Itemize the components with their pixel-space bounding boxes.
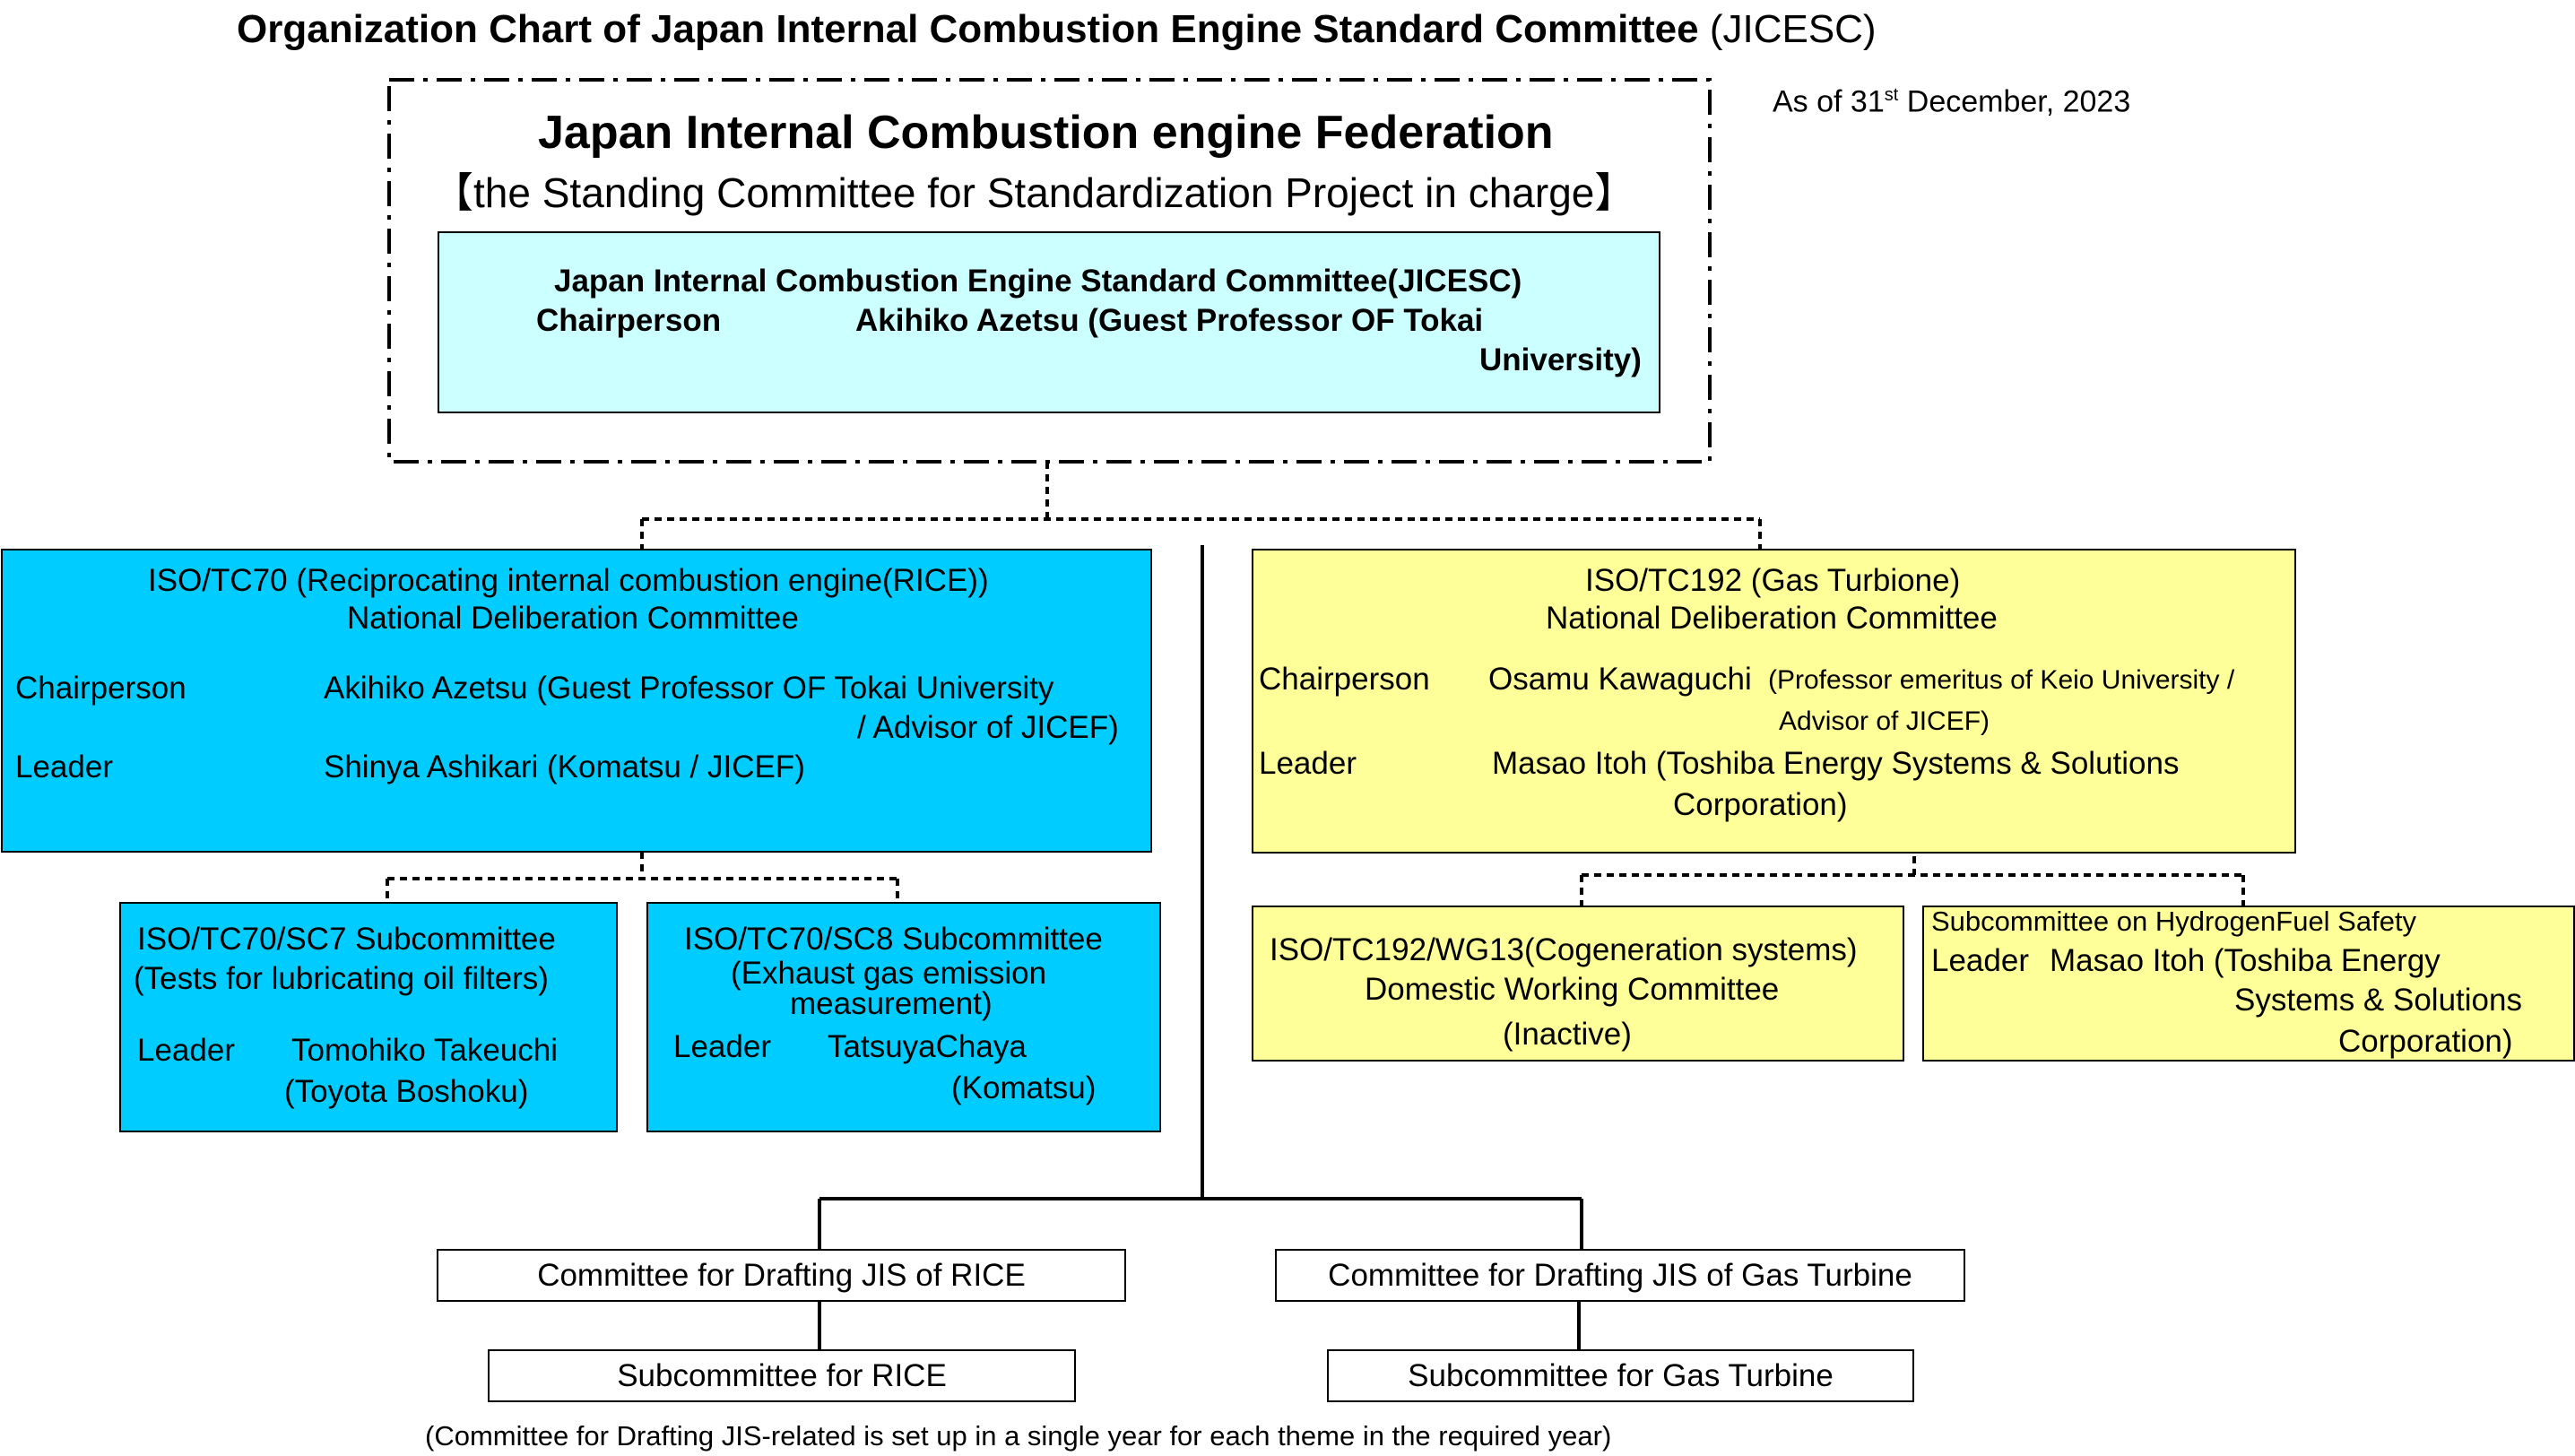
jicesc-box: Japan Internal Combustion Engine Standar…: [438, 231, 1660, 413]
federation-subtitle: 【the Standing Committee for Standardizat…: [432, 169, 1636, 216]
tc70-chair-role: Chairperson: [15, 671, 186, 706]
tc192-chair-detail2: Advisor of JICEF): [1779, 706, 1990, 736]
sc8-leader-role: Leader: [673, 1029, 771, 1064]
wg13-status: (Inactive): [1503, 1017, 1632, 1052]
solid-connectors: [818, 545, 1583, 1351]
tc192-chair-role: Chairperson: [1259, 662, 1430, 697]
tc192-leader-name: Masao Itoh (Toshiba Energy Systems & Sol…: [1492, 746, 2180, 781]
tc192-chair-detail: (Professor emeritus of Keio University /: [1768, 665, 2235, 695]
sub-gas-box: Subcommittee for Gas Turbine: [1327, 1349, 1914, 1402]
as-of-prefix: As of 31: [1773, 84, 1885, 119]
jis-gas-box: Committee for Drafting JIS of Gas Turbin…: [1275, 1249, 1965, 1302]
dotted-connectors: [386, 462, 2245, 906]
wg13-subtitle: Domestic Working Committee: [1365, 972, 1780, 1007]
tc70-box: ISO/TC70 (Reciprocating internal combust…: [1, 549, 1152, 853]
sc8-subtitle2: measurement): [790, 986, 993, 1021]
sc8-title: ISO/TC70/SC8 Subcommittee: [684, 922, 1103, 957]
page-title: Organization Chart of Japan Internal Com…: [237, 10, 1877, 49]
sc7-leader-org: (Toyota Boshoku): [284, 1074, 529, 1109]
tc70-title: ISO/TC70 (Reciprocating internal combust…: [148, 563, 989, 598]
tc70-chair-name-cont: / Advisor of JICEF): [857, 710, 1119, 745]
title-main: Organization Chart of Japan Internal Com…: [237, 7, 1699, 51]
federation-name: Japan Internal Combustion engine Federat…: [538, 107, 1554, 159]
sub-rice-box: Subcommittee for RICE: [488, 1349, 1076, 1402]
sc7-leader-role: Leader: [137, 1033, 235, 1068]
sc7-subtitle: (Tests for lubricating oil filters): [134, 961, 549, 996]
tc192-subtitle: National Deliberation Committee: [1546, 601, 1998, 636]
hydrogen-leader-name3: Corporation): [2338, 1024, 2513, 1059]
jicesc-name: Japan Internal Combustion Engine Standar…: [554, 264, 1522, 299]
hydrogen-leader-name: Masao Itoh (Toshiba Energy: [2050, 943, 2441, 978]
tc70-leader-role: Leader: [15, 750, 113, 784]
title-suffix: (JICESC): [1709, 7, 1877, 51]
hydrogen-title: Subcommittee on HydrogenFuel Safety: [1931, 906, 2417, 937]
hydrogen-leader-name2: Systems & Solutions: [2234, 983, 2522, 1018]
as-of-suffix: December, 2023: [1898, 84, 2131, 119]
sub-gas-label: Subcommittee for Gas Turbine: [1408, 1358, 1834, 1393]
tc192-leader-role: Leader: [1259, 746, 1357, 781]
jicesc-person: Akihiko Azetsu (Guest Professor OF Tokai: [855, 303, 1484, 338]
federation-frame: [387, 78, 1712, 464]
sc8-leader-name: TatsuyaChaya: [828, 1029, 1027, 1064]
hydrogen-leader-role: Leader: [1931, 943, 2029, 978]
sc8-box: ISO/TC70/SC8 Subcommittee (Exhaust gas e…: [646, 902, 1161, 1132]
jis-gas-label: Committee for Drafting JIS of Gas Turbin…: [1328, 1258, 1912, 1293]
wg13-box: ISO/TC192/WG13(Cogeneration systems) Dom…: [1252, 906, 1904, 1062]
jis-note: (Committee for Drafting JIS-related is s…: [425, 1420, 1612, 1452]
jicesc-role: Chairperson: [536, 303, 722, 338]
as-of-date: As of 31st December, 2023: [1773, 86, 2130, 117]
tc70-subtitle: National Deliberation Committee: [347, 601, 799, 636]
sc7-title: ISO/TC70/SC7 Subcommittee: [137, 922, 556, 957]
wg13-title: ISO/TC192/WG13(Cogeneration systems): [1270, 932, 1858, 967]
tc192-title: ISO/TC192 (Gas Turbione): [1585, 563, 1961, 598]
jis-rice-label: Committee for Drafting JIS of RICE: [537, 1258, 1026, 1293]
tc192-chair-name: Osamu Kawaguchi: [1488, 662, 1752, 697]
jicesc-person-cont: University): [1479, 342, 1642, 377]
tc70-leader-name: Shinya Ashikari (Komatsu / JICEF): [324, 750, 805, 784]
as-of-sup: st: [1884, 85, 1899, 105]
tc192-box: ISO/TC192 (Gas Turbione) National Delibe…: [1252, 549, 2296, 854]
sc8-subtitle: (Exhaust gas emission: [731, 956, 1047, 991]
sc7-box: ISO/TC70/SC7 Subcommittee (Tests for lub…: [119, 902, 618, 1132]
tc192-leader-name-cont: Corporation): [1673, 787, 1848, 822]
tc70-chair-name: Akihiko Azetsu (Guest Professor OF Tokai…: [324, 671, 1054, 706]
sc8-leader-org: (Komatsu): [951, 1070, 1097, 1105]
jis-rice-box: Committee for Drafting JIS of RICE: [437, 1249, 1126, 1302]
sc7-leader-name: Tomohiko Takeuchi: [291, 1033, 559, 1068]
hydrogen-box: Subcommittee on HydrogenFuel Safety Lead…: [1922, 906, 2575, 1062]
sub-rice-label: Subcommittee for RICE: [617, 1358, 947, 1393]
